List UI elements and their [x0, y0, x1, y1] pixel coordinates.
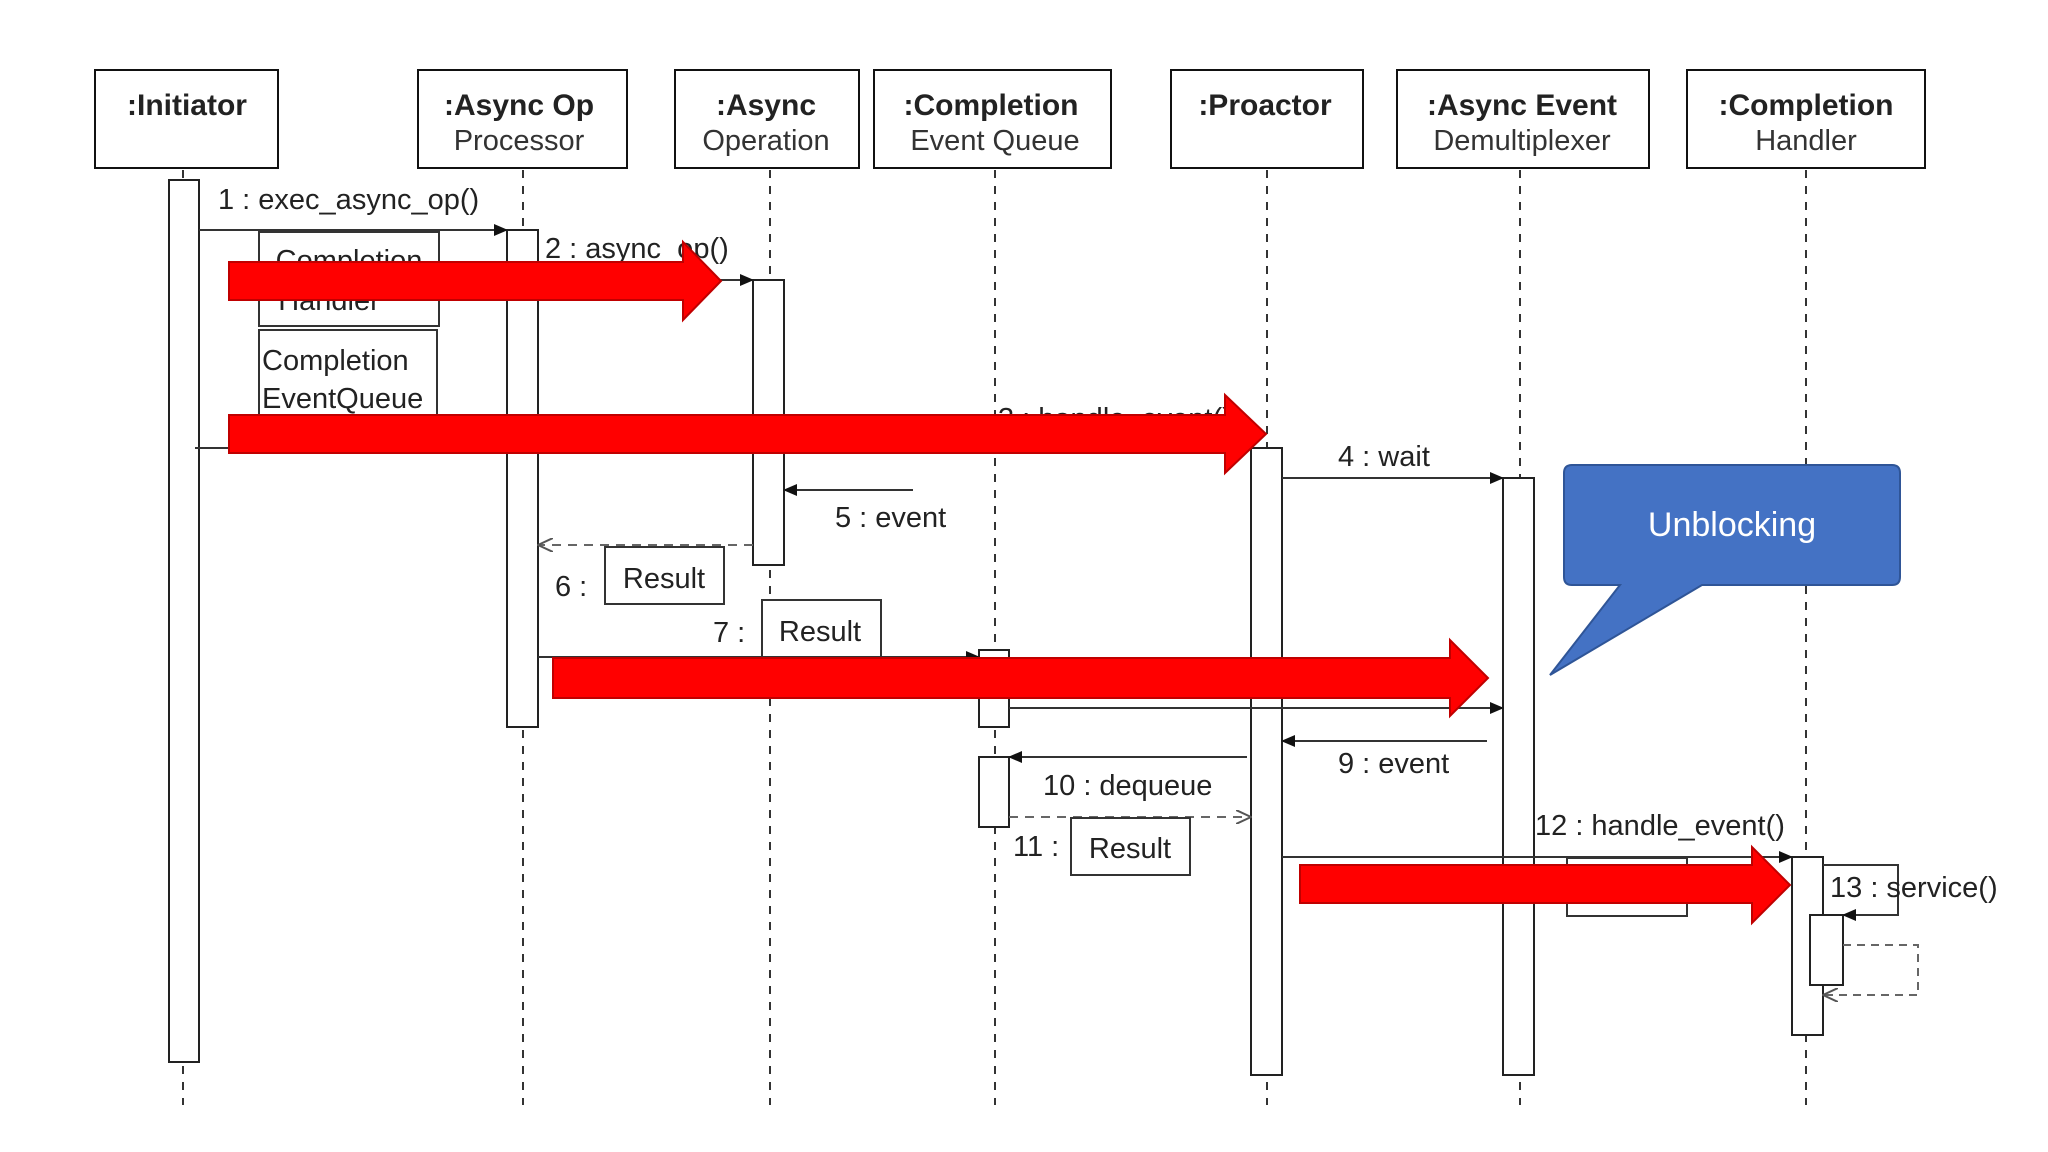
highlight-arrow-1: [228, 239, 723, 323]
message-label-6: 6 :: [555, 571, 587, 603]
activation-ceq-dequeue: [978, 756, 1010, 828]
arrow-m13-self: [1823, 864, 1899, 921]
participant-subtitle: Handler: [1755, 125, 1857, 157]
arrow-m13-return: [1823, 944, 1919, 995]
message-label-11: 11 :: [1013, 831, 1059, 863]
message-label-5: 5 : event: [835, 502, 946, 534]
note-line: EventQueue: [262, 383, 423, 415]
message-label-10: 10 : dequeue: [1043, 770, 1212, 802]
note-result-11: Result: [1070, 817, 1191, 876]
note-text: Result: [1089, 833, 1171, 865]
participant-initiator: :Initiator: [94, 69, 279, 169]
highlight-arrows: [228, 239, 1792, 926]
message-label-12: 12 : handle_event(): [1535, 810, 1785, 842]
activation-async-event-demux: [1502, 477, 1535, 1076]
note-text: Result: [623, 563, 705, 595]
participant-subtitle: Demultiplexer: [1433, 125, 1611, 157]
note-line: Completion: [262, 345, 409, 377]
message-label-1: 1 : exec_async_op(): [218, 184, 479, 216]
message-label-4: 4 : wait: [1338, 441, 1430, 473]
participant-title: :Completion: [904, 89, 1079, 122]
activation-initiator: [168, 179, 200, 1063]
participant-title: :Proactor: [1198, 89, 1332, 122]
participant-title: :Async: [716, 89, 816, 122]
participant-subtitle: Event Queue: [910, 125, 1079, 157]
participant-async-event-demux: :Async Event Demultiplexer: [1396, 69, 1650, 169]
participant-completion-event-queue: :Completion Event Queue: [873, 69, 1112, 169]
message-label-13: 13 : service(): [1830, 872, 1998, 904]
activation-bars: [168, 179, 1844, 1076]
activation-proactor: [1250, 447, 1283, 1076]
participant-title: :Completion: [1719, 89, 1894, 122]
activation-service-self: [1809, 914, 1844, 986]
participant-async-op-processor: :Async Op Processor: [417, 69, 628, 169]
activation-async-op-processor: [506, 229, 539, 728]
note-text: Result: [779, 616, 861, 648]
participant-subtitle: Processor: [454, 125, 585, 157]
participant-title: :Async Op: [444, 89, 594, 122]
participant-completion-handler: :Completion Handler: [1686, 69, 1926, 169]
note-completion-event-queue: Completion EventQueue: [258, 329, 438, 417]
participant-proactor: :Proactor: [1170, 69, 1364, 169]
highlight-arrow-4: [1299, 844, 1792, 926]
participant-subtitle: Operation: [702, 125, 829, 157]
participant-async-operation: :Async Operation: [674, 69, 860, 169]
participant-title: :Initiator: [127, 89, 247, 122]
highlight-arrow-3: [552, 637, 1490, 719]
note-result-7: Result: [761, 599, 882, 658]
callout-unblocking: [1549, 464, 1901, 676]
participant-title: :Async Event: [1427, 89, 1617, 122]
message-label-9: 9 : event: [1338, 748, 1449, 780]
highlight-arrow-2: [228, 392, 1268, 476]
note-result-6: Result: [604, 546, 725, 605]
message-label-7: 7 :: [713, 617, 745, 649]
